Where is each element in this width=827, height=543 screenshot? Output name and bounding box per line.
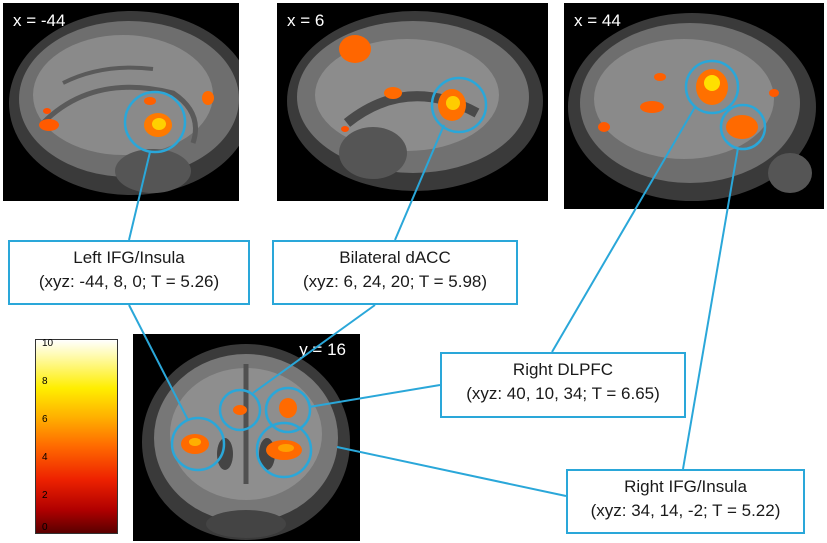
- color-scale-tick: 2: [42, 490, 48, 501]
- sagittal-right-image: [564, 3, 824, 209]
- slice-label-x-44: x = 44: [574, 11, 621, 30]
- color-scale-tick: 6: [42, 414, 48, 425]
- color-scale-tick: 10: [42, 338, 54, 349]
- sagittal-mid-image: [277, 3, 548, 201]
- callout-title: Bilateral dACC: [339, 248, 451, 267]
- color-scale-tick: 0: [42, 522, 48, 533]
- callout-left-ifg-insula: Left IFG/Insula (xyz: -44, 8, 0; T = 5.2…: [8, 240, 250, 305]
- slice-label-y-16: y = 16: [299, 340, 346, 359]
- callout-coords: (xyz: 6, 24, 20; T = 5.98): [302, 272, 488, 291]
- callout-title: Right IFG/Insula: [624, 477, 747, 496]
- sagittal-left-image: [3, 3, 239, 201]
- slice-label-x-6: x = 6: [287, 11, 325, 30]
- callout-coords: (xyz: -44, 8, 0; T = 5.26): [38, 272, 220, 291]
- line-right-ifg-coronal: [336, 446, 567, 497]
- callout-coords: (xyz: 40, 10, 34; T = 6.65): [466, 384, 660, 403]
- brain-slice-sagittal-mid: x = 6: [277, 3, 548, 201]
- color-scale-bar: 10 8 6 4 2 0: [35, 339, 118, 534]
- color-scale-tick: 8: [42, 376, 48, 387]
- callout-right-dlpfc: Right DLPFC (xyz: 40, 10, 34; T = 6.65): [440, 352, 686, 418]
- brain-slice-sagittal-right: x = 44: [564, 3, 824, 209]
- slice-label-x-neg44: x = -44: [13, 11, 66, 30]
- callout-title: Right DLPFC: [512, 360, 614, 379]
- brain-slice-sagittal-left: x = -44: [3, 3, 239, 201]
- callout-right-ifg-insula: Right IFG/Insula (xyz: 34, 14, -2; T = 5…: [566, 469, 805, 534]
- callout-title: Left IFG/Insula: [73, 248, 185, 267]
- color-scale-tick: 4: [42, 452, 48, 463]
- callout-bilateral-dacc: Bilateral dACC (xyz: 6, 24, 20; T = 5.98…: [272, 240, 518, 305]
- brain-slice-coronal: y = 16: [133, 334, 360, 541]
- callout-coords: (xyz: 34, 14, -2; T = 5.22): [590, 501, 781, 520]
- coronal-image: [133, 334, 360, 541]
